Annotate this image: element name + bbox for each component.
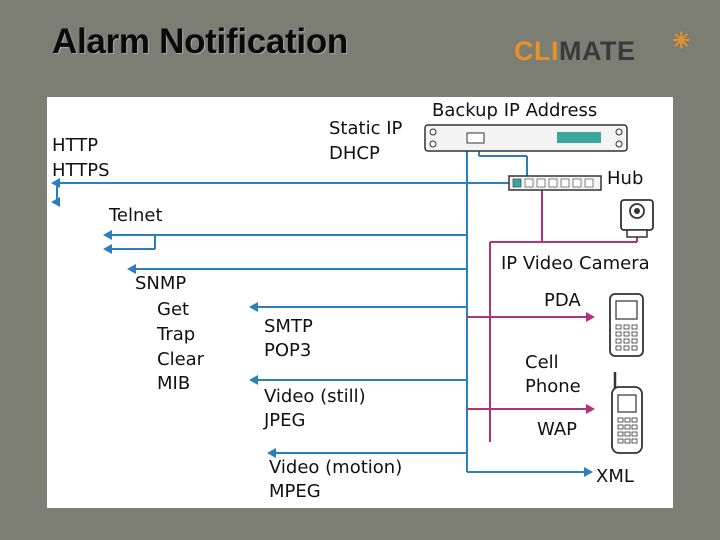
xml-arrow (584, 467, 593, 477)
diagram-panel: Backup IP Address Static IP DHCP Hub IP … (47, 97, 673, 508)
video-still-arrow (249, 375, 258, 385)
telnet-arrow-2 (103, 244, 112, 254)
snmp-label: SNMP (135, 273, 186, 294)
backup-ip-label: Backup IP Address (432, 100, 597, 121)
hub-device (508, 175, 602, 191)
hub-label: Hub (607, 168, 643, 189)
snmp-arrow (127, 264, 136, 274)
wap-label: WAP (537, 419, 577, 440)
snmp-trap-label: Trap (156, 324, 195, 345)
camera-icon (620, 199, 654, 238)
cell-arrow (586, 404, 595, 414)
cell-phone-icon (611, 372, 643, 454)
dhcp-label: DHCP (329, 143, 380, 164)
mpeg-label: MPEG (269, 481, 321, 502)
backup-server-device (424, 124, 628, 152)
cell-label: Cell (525, 352, 559, 373)
http-label: HTTP (52, 135, 98, 156)
blue-connections (56, 135, 585, 473)
network-diagram: Backup IP Address Static IP DHCP Hub IP … (51, 100, 654, 502)
video-still-label: Video (still) (264, 386, 366, 407)
magenta-connections (467, 189, 638, 442)
star-icon: ✳ (672, 28, 691, 53)
page-title: Alarm Notification (52, 22, 349, 61)
jpeg-label: JPEG (263, 410, 305, 431)
https-label: HTTPS (52, 160, 110, 181)
xml-label: XML (596, 466, 634, 487)
video-motion-label: Video (motion) (269, 457, 402, 478)
ip-camera-label: IP Video Camera (501, 253, 650, 274)
diagram-labels: Backup IP Address Static IP DHCP Hub IP … (52, 100, 650, 502)
blue-arrowheads (51, 178, 593, 477)
http-arrow (51, 178, 60, 188)
smtp-arrow (249, 302, 258, 312)
phone-label: Phone (525, 376, 581, 397)
https-arrow (51, 197, 60, 207)
static-ip-label: Static IP (329, 118, 402, 139)
magenta-arrowheads (586, 312, 595, 414)
snmp-mib-label: MIB (157, 373, 190, 394)
video-motion-arrow (267, 448, 276, 458)
snmp-clear-label: Clear (157, 349, 205, 370)
pop3-label: POP3 (264, 340, 311, 361)
logo-text-part2: MATE (559, 36, 636, 66)
snmp-get-label: Get (157, 299, 189, 320)
smtp-label: SMTP (264, 316, 313, 337)
climate-logo: CLIMATE ✳ (514, 28, 690, 66)
telnet-arrow-1 (103, 230, 112, 240)
pda-icon (609, 293, 644, 357)
telnet-label: Telnet (108, 205, 163, 226)
logo-text-part1: CLI (514, 36, 559, 66)
pda-arrow (586, 312, 595, 322)
pda-label: PDA (544, 290, 581, 311)
